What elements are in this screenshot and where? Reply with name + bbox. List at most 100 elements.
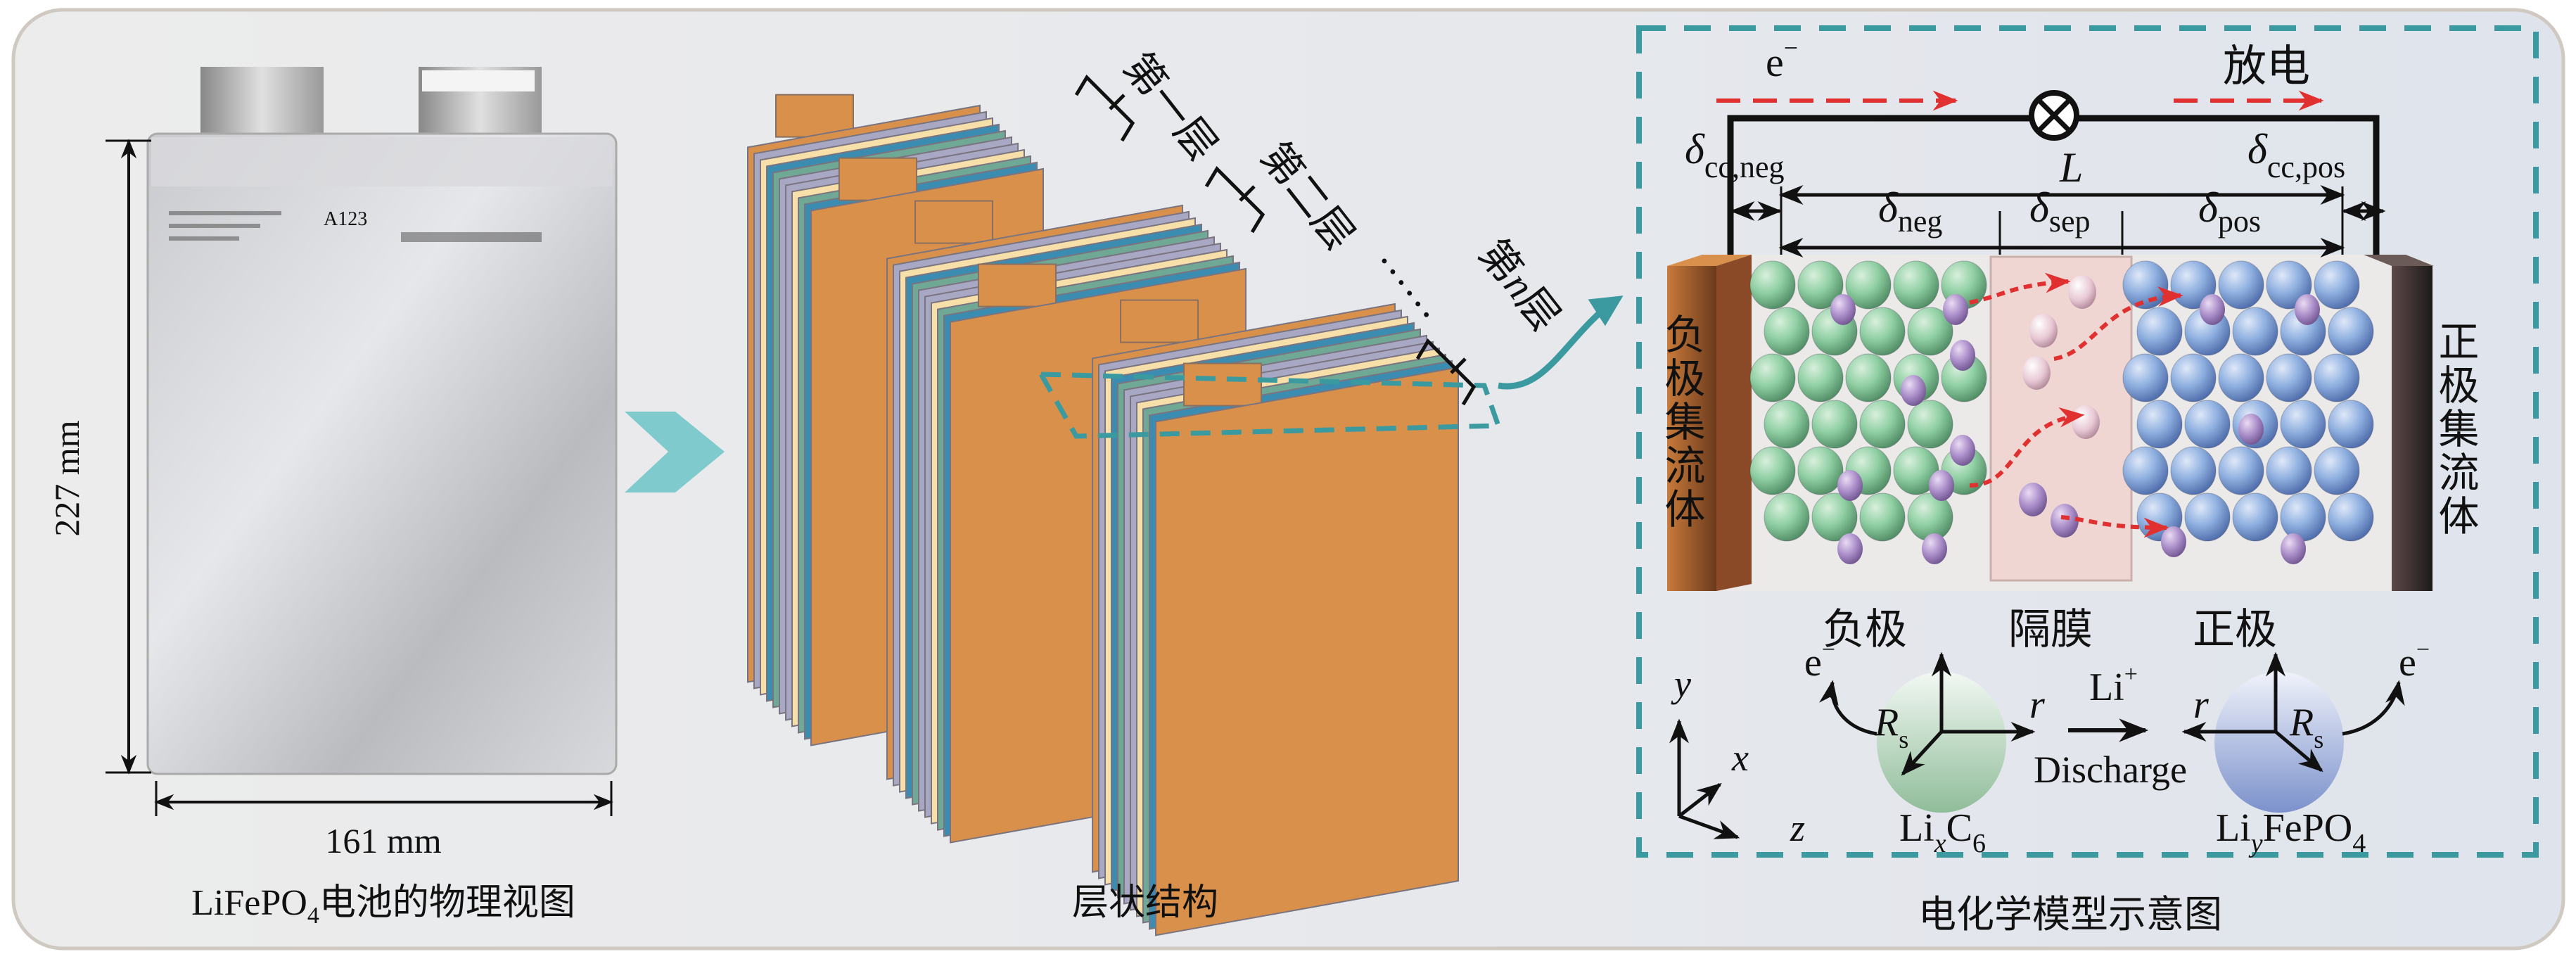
- particle: [2314, 260, 2360, 310]
- lithium-ion: [2161, 526, 2186, 557]
- particle: [2184, 492, 2231, 542]
- lithium-ion: [2022, 356, 2051, 390]
- model-dashed-frame: [1636, 25, 2539, 858]
- collector-labels: 负极集流体 正极集流体: [1659, 313, 2479, 538]
- y-axis-label: y: [1671, 663, 1691, 705]
- li-ion-label: Li+: [2089, 661, 2138, 709]
- coordinate-axes: y x z: [1669, 663, 1805, 849]
- lithium-ion: [1901, 375, 1926, 406]
- particle: [1811, 492, 1858, 542]
- negative-collector-label: 负极集流体: [1659, 313, 1705, 531]
- layer-stack: [747, 94, 1459, 936]
- cathode-particle-sphere: [2214, 672, 2344, 813]
- delta-pos-label: δpos: [2198, 184, 2261, 239]
- particle: [1907, 492, 1953, 542]
- particle: [2266, 446, 2312, 495]
- photo-caption: LiFePO4电池的物理视图: [191, 883, 575, 929]
- anode-electron-label: e−: [1804, 637, 1835, 685]
- transport-labels: Li+ Discharge: [2034, 661, 2187, 791]
- height-label: 227 mm: [47, 420, 87, 536]
- particle: [1893, 260, 1939, 310]
- lithium-ion: [1950, 435, 1975, 466]
- particle: [2232, 492, 2278, 542]
- separator-label: 隔膜: [2008, 606, 2093, 653]
- cell-cross-section: [1667, 255, 2434, 591]
- ion-path-arrows: [1969, 272, 2183, 538]
- particle: [2218, 260, 2264, 310]
- bracket-layer-2: [1204, 165, 1265, 234]
- dimensions: δcc,neg δcc,pos L δneg δsep δpos: [1685, 126, 2386, 258]
- width-dimension: 161 mm: [154, 781, 613, 860]
- particle: [1907, 400, 1953, 449]
- lithium-ion: [1922, 533, 1947, 564]
- lithium-ion: [2019, 483, 2047, 516]
- cathode-material-label: LiyFePO4: [2216, 806, 2366, 858]
- particle: [1764, 307, 1810, 356]
- cathode-r-label: r: [2193, 683, 2209, 727]
- z-axis-label: z: [1790, 807, 1805, 849]
- cathode-particles: [2122, 260, 2374, 564]
- particle: [1811, 400, 1858, 449]
- particle: [1907, 307, 1953, 356]
- particle: [2122, 260, 2169, 310]
- electrode-sheet: [1155, 366, 1459, 936]
- particle: [2314, 353, 2360, 402]
- positive-collector-label: 正极集流体: [2432, 320, 2479, 538]
- external-circuit: e− 放电: [1716, 34, 2380, 255]
- anode-radius-label: Rs: [1874, 701, 1908, 754]
- cathode-radius-label: Rs: [2289, 701, 2323, 754]
- particle: [2136, 400, 2183, 449]
- particle: [1764, 492, 1810, 542]
- sheet-tab: [1183, 362, 1262, 407]
- sheet-tab: [775, 94, 854, 138]
- cathode-particle-model: e− Rs r LiyFePO4: [2181, 637, 2430, 858]
- particle: [1797, 446, 1844, 495]
- particle: [2266, 353, 2312, 402]
- sheet-tab: [914, 200, 993, 244]
- negative-tab: [200, 67, 324, 144]
- anode-particle-sphere: [1877, 672, 2006, 813]
- lithium-ion: [2200, 294, 2225, 325]
- particle: [1749, 353, 1796, 402]
- particle: [2314, 446, 2360, 495]
- particle: [2218, 446, 2264, 495]
- delta-cc-pos-label: δcc,pos: [2247, 126, 2345, 184]
- lithium-ion: [2295, 294, 2320, 325]
- lithium-ion: [2029, 314, 2058, 348]
- lithium-ion: [1837, 470, 1863, 501]
- particle: [2122, 353, 2169, 402]
- particle: [2136, 307, 2183, 356]
- particle: [1859, 307, 1906, 356]
- particle: [2232, 307, 2278, 356]
- particle: [2328, 307, 2374, 356]
- discharge-label: Discharge: [2034, 749, 2187, 791]
- particle: [1749, 446, 1796, 495]
- printed-marks: [169, 211, 542, 242]
- anode-particles: [1749, 260, 1987, 564]
- barcode-label: [422, 70, 535, 91]
- anode-label: 负极: [1823, 606, 1907, 653]
- cathode-label: 正极: [2193, 606, 2277, 653]
- lithium-ion: [1950, 340, 1975, 371]
- negative-collector-top: [1667, 255, 1752, 266]
- bracket-layer-n: [1415, 338, 1477, 406]
- battery-pouch: [146, 132, 618, 775]
- battery-logo: A123: [324, 208, 367, 230]
- particle: [1797, 260, 1844, 310]
- particle: [2170, 446, 2217, 495]
- model-caption: 电化学模型示意图: [1918, 894, 2222, 936]
- x-axis-label: x: [1731, 737, 1749, 779]
- L-label: L: [2059, 144, 2083, 191]
- anode-material-label: LixC6: [1899, 806, 1986, 858]
- particle: [2218, 353, 2264, 402]
- particle: [1764, 400, 1810, 449]
- lithium-ion: [1837, 533, 1863, 564]
- particle: [1845, 353, 1892, 402]
- particle: [2122, 446, 2169, 495]
- width-label: 161 mm: [325, 821, 441, 860]
- particle: [2280, 400, 2326, 449]
- particle: [1797, 353, 1844, 402]
- sheet-tab: [978, 263, 1057, 307]
- electron-label: e−: [1766, 34, 1798, 85]
